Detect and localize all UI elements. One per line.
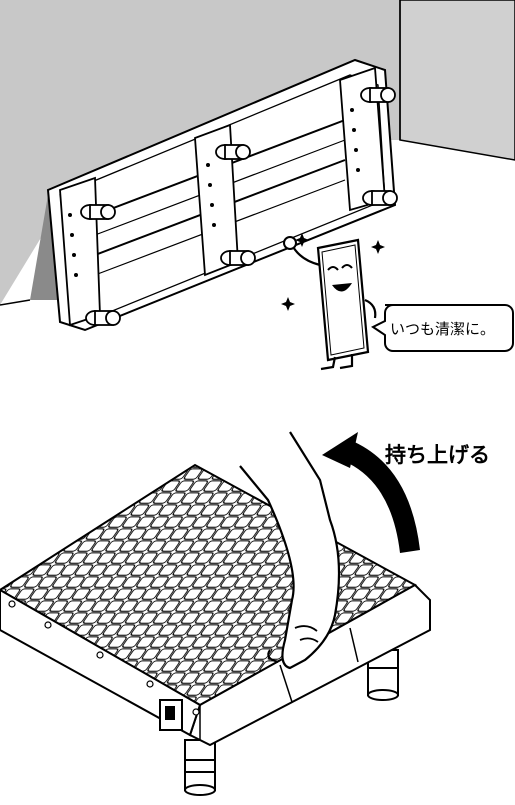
waving-hand-icon	[283, 236, 297, 250]
sparkle-icon	[281, 233, 385, 311]
lift-label: 持ち上げる	[385, 443, 490, 467]
mascot	[281, 233, 385, 371]
side-wall	[399, 0, 515, 161]
mat-legs	[184, 649, 399, 796]
top-scene: いつも清潔に。	[0, 0, 515, 371]
speech-bubble: いつも清潔に。	[371, 304, 514, 352]
board-shadow	[30, 195, 60, 300]
bottom-scene: 持ち上げる	[0, 431, 490, 796]
hand-icon	[239, 431, 341, 670]
leaning-board	[46, 58, 398, 332]
curved-arrow-icon	[330, 440, 420, 553]
speech-bubble-text: いつも清潔に。	[390, 320, 495, 338]
drain-mat	[0, 463, 431, 747]
